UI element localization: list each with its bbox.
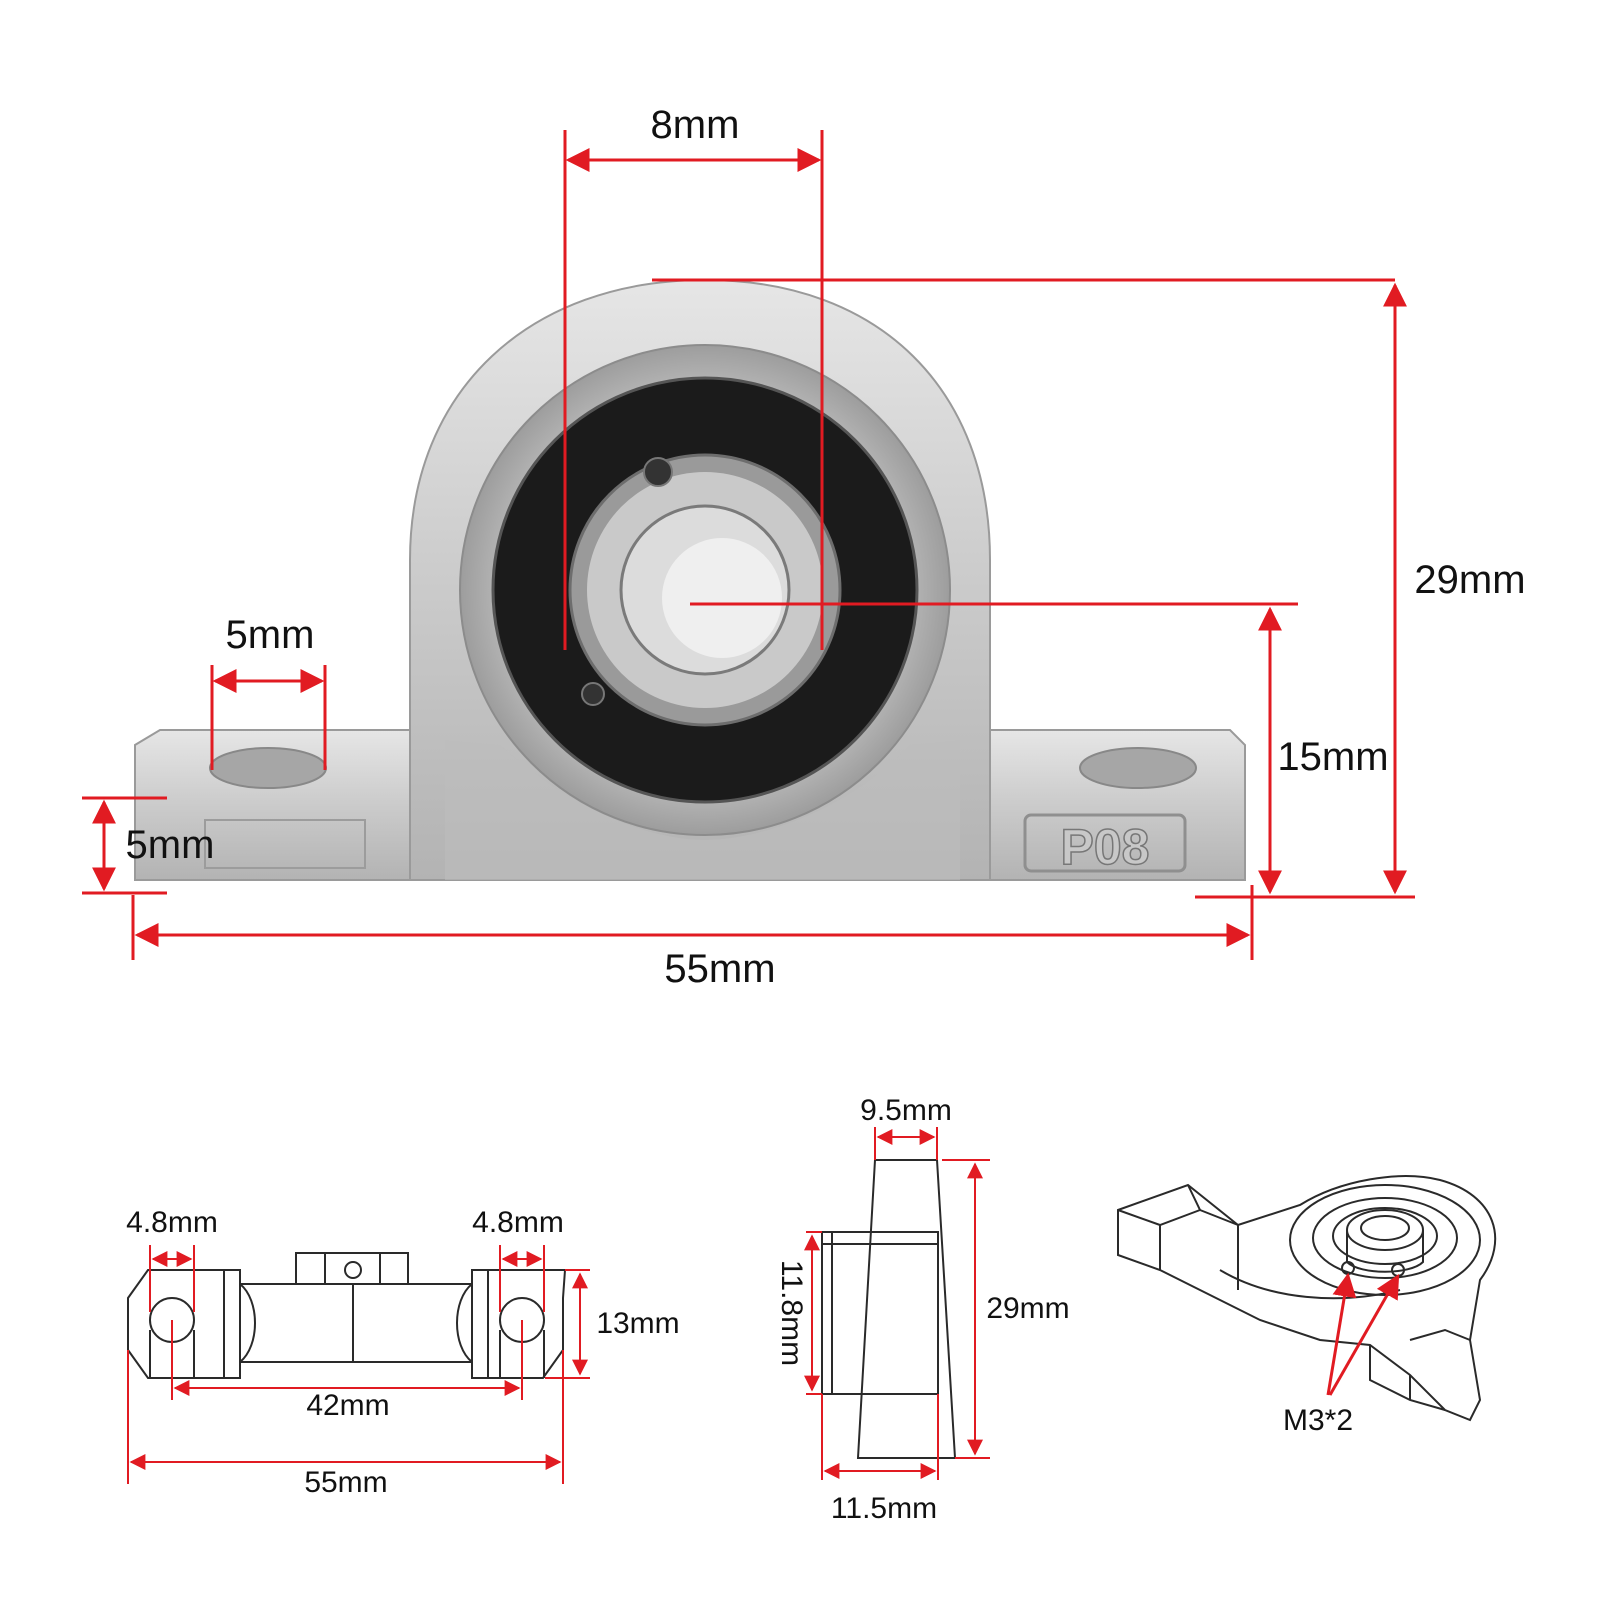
set-screw-top xyxy=(643,457,673,487)
dim-center-height: 15mm xyxy=(1277,735,1388,779)
dim-bottom-total-length: 55mm xyxy=(304,1466,387,1499)
pillow-block-main-view: P08 xyxy=(134,278,1246,881)
mounting-hole-left xyxy=(209,747,327,789)
dim-hole-spacing: 42mm xyxy=(306,1389,389,1422)
dim-side-total-height: 29mm xyxy=(986,1292,1069,1325)
dim-shaft-diameter: 8mm xyxy=(651,103,740,147)
main-view-dimensions xyxy=(82,130,1415,960)
part-marking: P08 xyxy=(1061,819,1150,875)
side-view xyxy=(821,1159,957,1459)
isometric-view xyxy=(1117,1175,1497,1422)
dim-inner-race-length: 11.8mm xyxy=(775,1260,808,1366)
set-screw-bottom xyxy=(581,682,605,706)
mounting-hole-right xyxy=(1079,747,1197,789)
recess-panel-right xyxy=(1023,813,1187,873)
dim-bottom-width: 11.5mm xyxy=(831,1492,937,1525)
dim-hole-diameter: 5mm xyxy=(226,613,315,657)
iso-callout-leaders xyxy=(1326,1272,1400,1396)
side-view-dimensions xyxy=(804,1127,990,1480)
dim-slot-right: 4.8mm xyxy=(472,1206,564,1239)
recess-panel-left xyxy=(204,819,366,869)
dim-base-thickness: 5mm xyxy=(126,823,215,867)
dim-base-width: 13mm xyxy=(596,1307,679,1340)
dim-top-width: 9.5mm xyxy=(860,1094,952,1127)
bottom-view-dimensions xyxy=(127,1245,590,1484)
dim-total-length: 55mm xyxy=(664,947,775,991)
dim-total-height: 29mm xyxy=(1414,558,1525,602)
housing-web-shadow xyxy=(445,740,960,880)
dim-slot-left: 4.8mm xyxy=(126,1206,218,1239)
shaft-bore-depth xyxy=(662,538,782,658)
dim-set-screw-callout: M3*2 xyxy=(1283,1404,1353,1437)
